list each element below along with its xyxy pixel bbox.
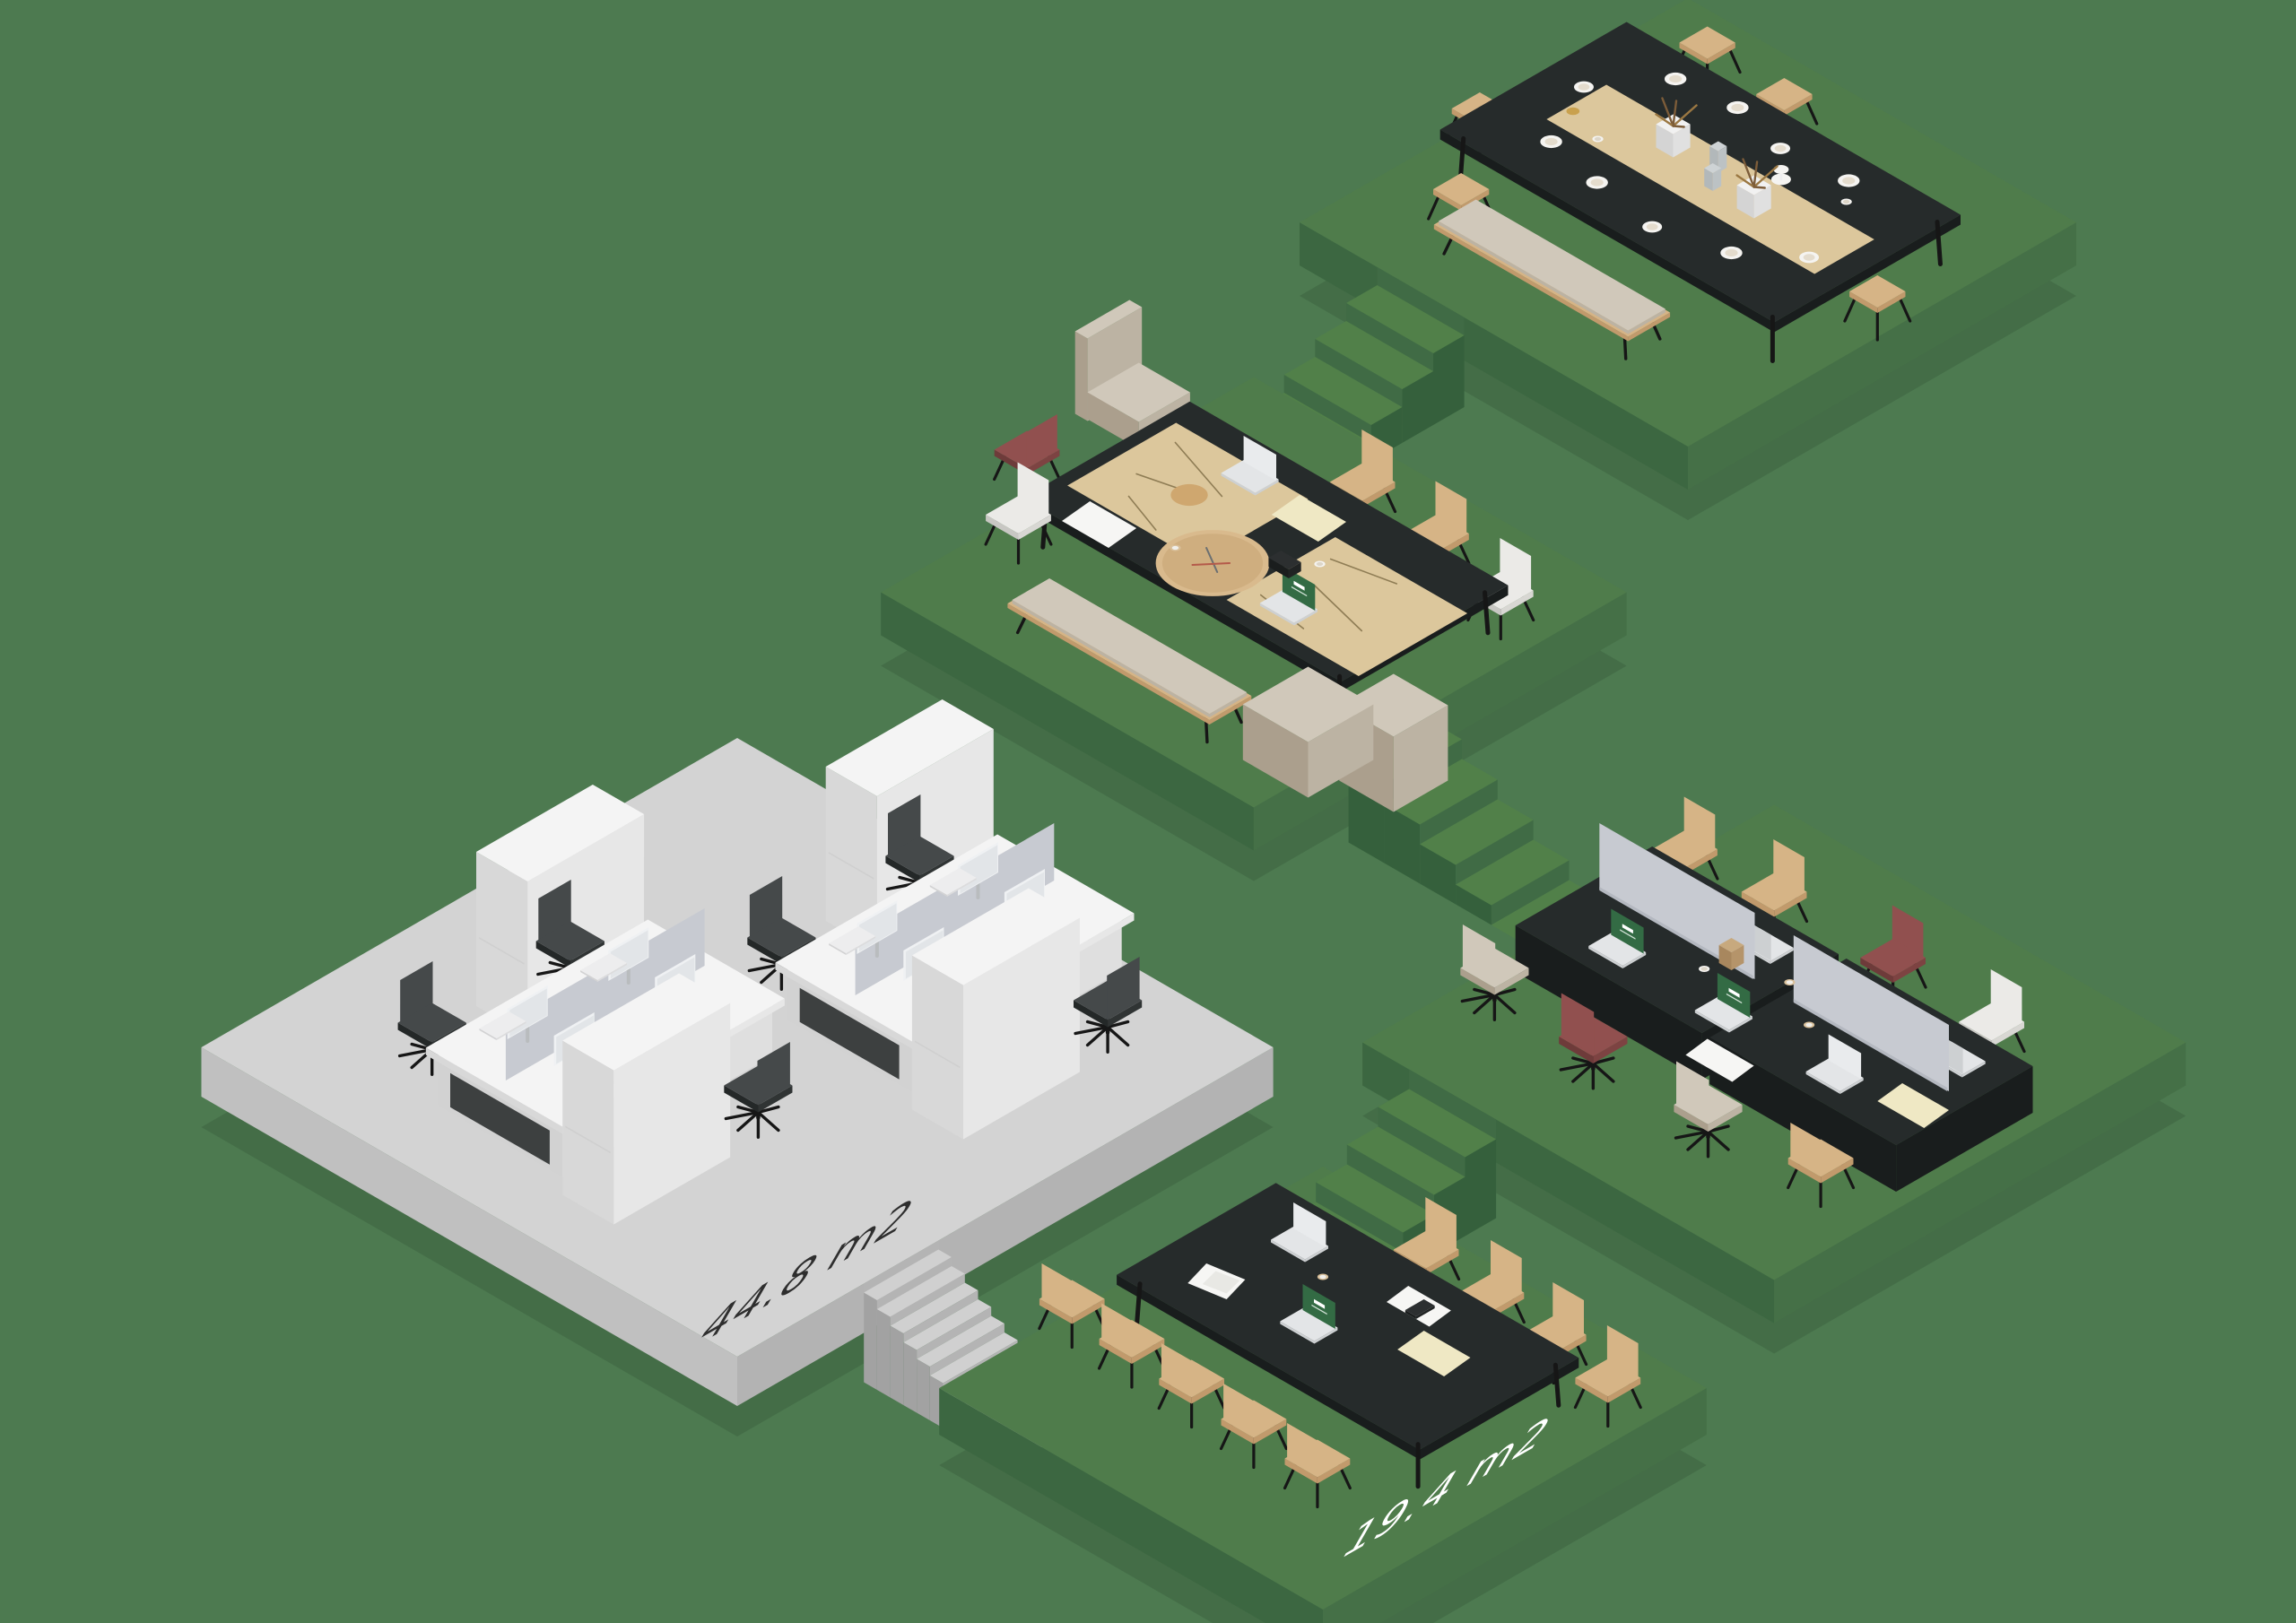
vase-plant [1655, 97, 1698, 158]
red-chair [1858, 905, 1927, 1008]
dining-table [1439, 22, 1961, 363]
laptop [1221, 436, 1279, 496]
white-chair [984, 462, 1053, 565]
office-chair [1559, 993, 1628, 1090]
wood-chair [1283, 1423, 1352, 1509]
office-chair [1074, 957, 1143, 1055]
wood-chair [1573, 1325, 1642, 1428]
wood-chair [1097, 1303, 1166, 1389]
workshop-platform [881, 299, 1627, 946]
bench [1007, 578, 1252, 744]
wood-chair [1157, 1343, 1226, 1429]
laptop-green-screen [1280, 1284, 1338, 1344]
meeting-platform [939, 1069, 1707, 1623]
vase-plant [1735, 158, 1779, 219]
desk-cluster-a [397, 785, 793, 1225]
wood-chair [1740, 839, 1809, 942]
team-desks [1515, 823, 2033, 1192]
bench [1433, 199, 1671, 360]
workstation-platform [1362, 796, 2187, 1354]
office-chair [1674, 1061, 1743, 1159]
wood-chair [1219, 1384, 1288, 1470]
meeting-table [1117, 1183, 1579, 1489]
office-chair [724, 1042, 793, 1140]
stool [1843, 275, 1912, 342]
pouf [1242, 666, 1374, 798]
laptop [1271, 1202, 1328, 1263]
wood-chair [1787, 1123, 1856, 1209]
workshop-table [1022, 401, 1509, 721]
laptop [1805, 1034, 1864, 1094]
laptop-green-screen [1588, 908, 1647, 968]
wood-chair [1038, 1263, 1107, 1350]
laptop-green-screen [1694, 973, 1752, 1033]
cabinet [562, 973, 731, 1225]
desk-cluster-b [747, 699, 1143, 1140]
office-chair [1460, 924, 1529, 1022]
platforms-group [201, 0, 2187, 1623]
cabinet [911, 888, 1080, 1140]
